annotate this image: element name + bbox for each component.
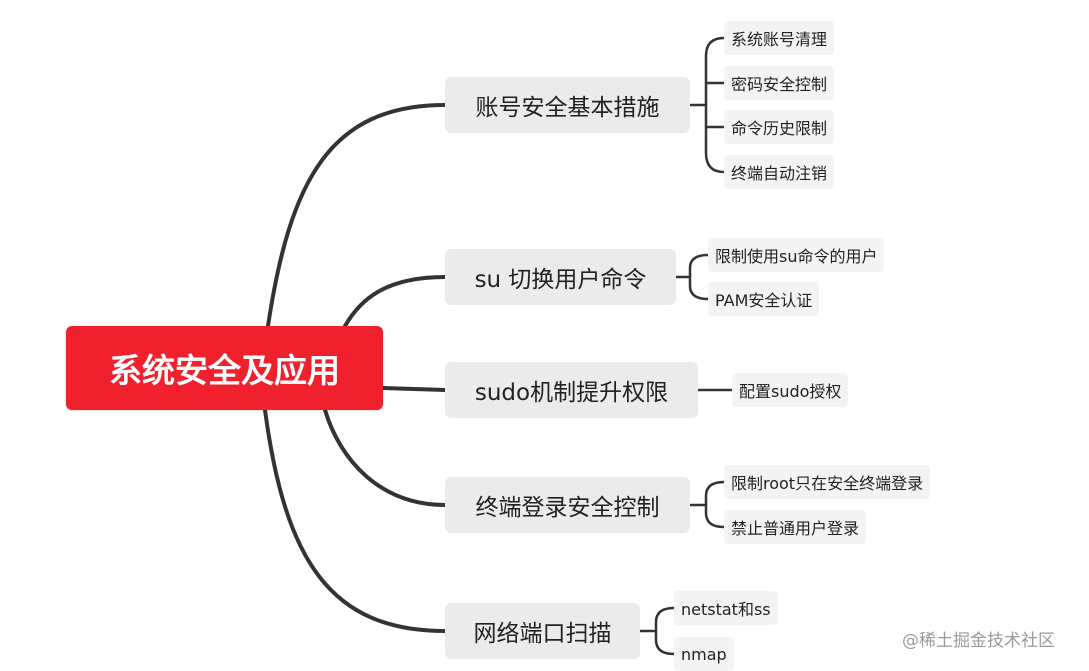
leaf-node-label: 系统账号清理 bbox=[731, 30, 828, 49]
watermark: @稀土掘金技术社区 bbox=[902, 631, 1055, 651]
connector-branch-5-children bbox=[638, 606, 676, 656]
leaf-node-label: netstat和ss bbox=[681, 600, 771, 619]
leaf-node-label: 禁止普通用户登录 bbox=[731, 519, 860, 538]
connector-branch-4-children bbox=[688, 480, 726, 529]
leaf-node[interactable]: 密码安全控制 bbox=[724, 66, 835, 100]
leaf-node[interactable]: 终端自动注销 bbox=[724, 155, 835, 189]
branch-node-label: sudo机制提升权限 bbox=[474, 380, 669, 406]
leaf-node[interactable]: PAM安全认证 bbox=[708, 282, 820, 316]
branch-node-sudo[interactable]: sudo机制提升权限 bbox=[445, 362, 698, 418]
branch-node-label: su 切换用户命令 bbox=[474, 267, 647, 293]
root-node-label: 系统安全及应用 bbox=[109, 351, 340, 390]
leaf-node-label: 密码安全控制 bbox=[731, 75, 828, 94]
leaf-node-label: 命令历史限制 bbox=[731, 119, 828, 138]
branch-node-label: 账号安全基本措施 bbox=[475, 95, 660, 121]
connector-root-branch-1 bbox=[266, 103, 447, 328]
connector-branch-1-children bbox=[688, 36, 726, 174]
leaf-node-label: 终端自动注销 bbox=[731, 164, 828, 183]
branch-node-su-command[interactable]: su 切换用户命令 bbox=[445, 249, 676, 305]
root-node[interactable]: 系统安全及应用 bbox=[66, 326, 383, 410]
branch-node-terminal-login[interactable]: 终端登录安全控制 bbox=[445, 477, 690, 533]
leaf-node[interactable]: 禁止普通用户登录 bbox=[724, 510, 867, 544]
branch-node-label: 终端登录安全控制 bbox=[475, 495, 660, 521]
connector-root-branch-5 bbox=[263, 408, 447, 633]
connector-branch-2-children bbox=[674, 253, 710, 301]
leaf-node[interactable]: 系统账号清理 bbox=[724, 21, 835, 55]
connector-root-branch-4 bbox=[323, 408, 447, 507]
leaf-node-label: 限制使用su命令的用户 bbox=[715, 247, 878, 266]
leaf-node-label: 限制root只在安全终端登录 bbox=[731, 474, 924, 493]
leaf-node-label: nmap bbox=[681, 644, 727, 664]
connector-root-branch-3 bbox=[381, 386, 447, 392]
leaf-node[interactable]: 限制root只在安全终端登录 bbox=[724, 465, 931, 499]
branch-node-label: 网络端口扫描 bbox=[473, 621, 612, 647]
leaf-node[interactable]: 命令历史限制 bbox=[724, 110, 835, 144]
leaf-node[interactable]: 配置sudo授权 bbox=[732, 373, 849, 407]
branch-node-port-scan[interactable]: 网络端口扫描 bbox=[445, 603, 640, 659]
leaf-node-label: PAM安全认证 bbox=[715, 291, 813, 310]
leaf-node[interactable]: netstat和ss bbox=[674, 591, 778, 625]
leaf-node-label: 配置sudo授权 bbox=[739, 382, 842, 401]
leaf-node[interactable]: nmap bbox=[674, 637, 734, 671]
connector-root-branch-2 bbox=[343, 275, 447, 328]
branch-node-account-security[interactable]: 账号安全基本措施 bbox=[445, 77, 690, 133]
leaf-node[interactable]: 限制使用su命令的用户 bbox=[708, 238, 885, 272]
